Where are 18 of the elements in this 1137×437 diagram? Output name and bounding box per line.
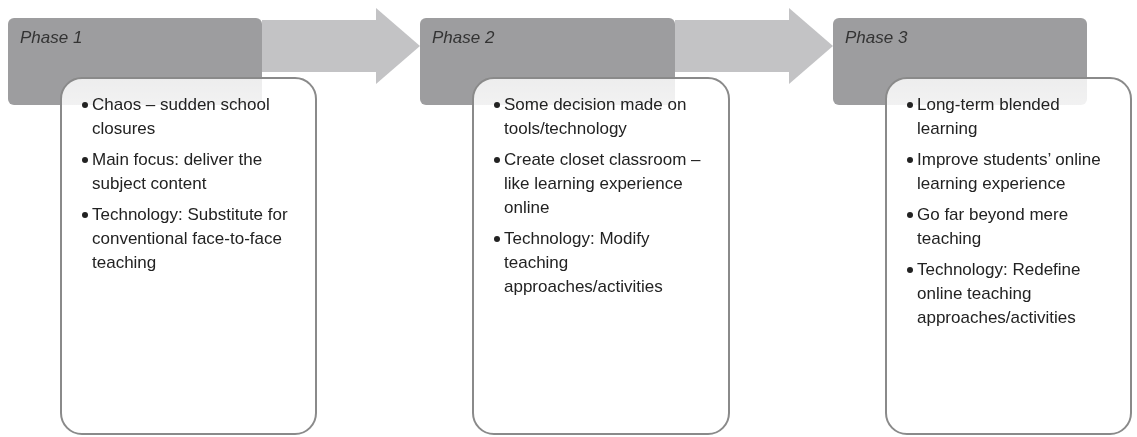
bullet-text: Create closet classroom –like learning experience online [504, 149, 702, 219]
bullet-text: Technology: Substitute for conventional face-to-face teaching [92, 204, 289, 274]
content-box [472, 77, 730, 435]
content-box [60, 77, 317, 435]
bullet-text: Technology: Modify teaching approaches/activities [504, 228, 664, 298]
bullet-text: Go far beyond mere teaching [917, 204, 1070, 250]
bullet-text: Some decision made on tools/technology [504, 94, 688, 140]
phase-title: Phase 3 [845, 28, 909, 48]
bullet-text: Chaos – sudden school closures [92, 94, 271, 140]
bullet-text: Improve students’ online learning experience [917, 149, 1102, 195]
bullet-text: Main focus: deliver the subject content [92, 149, 264, 195]
block-arrow [675, 8, 833, 84]
content-box [885, 77, 1132, 435]
bullet-text: Technology: Redefine online teaching approaches/activities [917, 259, 1082, 329]
bullet-text: Long-term blended learning [917, 94, 1061, 140]
block-arrow [262, 8, 420, 84]
phase-title: Phase 1 [20, 28, 84, 48]
phase-title: Phase 2 [432, 28, 496, 48]
